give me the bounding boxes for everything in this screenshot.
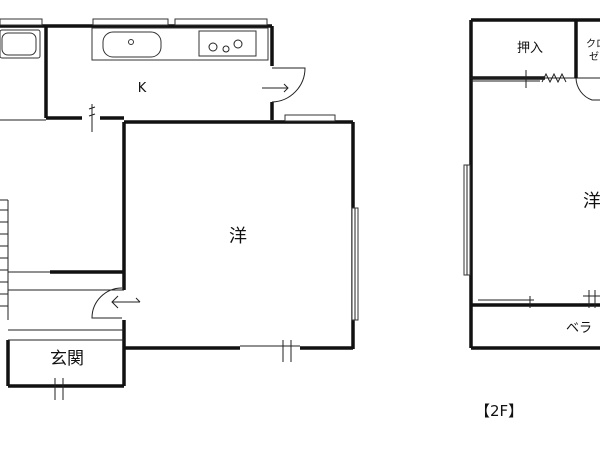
bathtub [0,29,41,59]
entrance: 玄関 [6,339,124,400]
balcony: ベラ [478,290,600,336]
western-room-1f: 洋 [122,114,359,386]
floor-1-plan: K 洋 [0,18,359,400]
closet-label: 押入 [517,41,543,56]
western-room-label: 洋 [229,226,247,247]
kitchen-label: K [138,81,147,96]
stairs [0,199,124,331]
arrow-icon [282,340,292,362]
stove-icon [198,30,257,57]
window [174,18,268,26]
kitchen-room: K [46,18,306,132]
window [92,18,169,26]
entrance-label: 玄関 [50,349,84,369]
door-swing-icon [262,67,306,103]
arrow-icon [54,378,64,400]
walk-in-closet-label: クロ [586,38,600,50]
door-swing-icon [575,77,600,101]
floor-tag: 【2F】 [475,402,523,420]
window [284,114,336,122]
closet: 押入 [517,41,567,88]
walk-in-closet-label-2: ゼ [589,51,599,63]
arrow-icon [88,104,96,132]
sliding-door-icon [541,72,567,84]
window [0,18,43,26]
western-room-label: 洋 [583,191,600,212]
western-room-2f: 洋 [463,164,600,276]
floor-2-plan: 押入 クロ ゼ 洋 ベラ 【2F】 [463,18,600,420]
door-swing-icon [91,287,141,319]
walk-in-closet: クロ ゼ [574,20,600,101]
balcony-label: ベラ [566,321,592,336]
